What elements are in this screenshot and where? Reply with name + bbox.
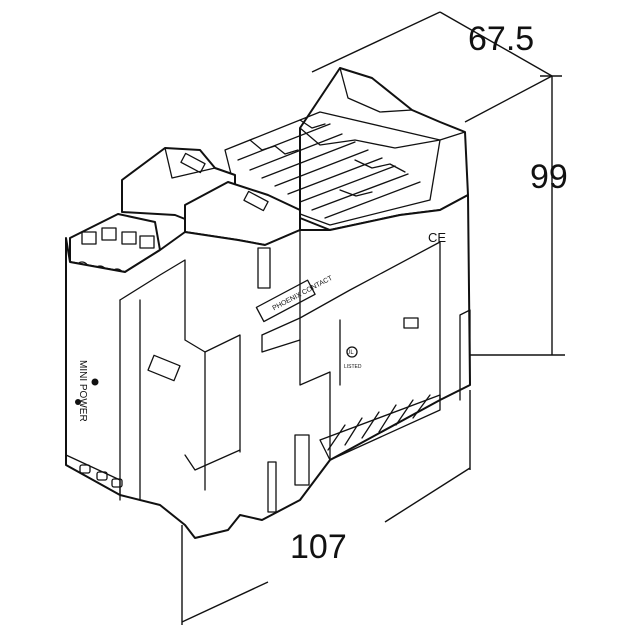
- top-vent-grille: [224, 111, 441, 226]
- label-panel-lip: [261, 334, 301, 353]
- bottom-vent: [319, 394, 441, 461]
- ce-mark: CE: [428, 230, 446, 245]
- depth-extension-line-right: [464, 75, 553, 123]
- din-clip-slot-2: [267, 461, 277, 513]
- release-tab-left: [180, 152, 206, 174]
- depth-extension-line-left: [311, 11, 441, 73]
- front-panel-left-edge: [65, 237, 121, 496]
- product-line-label: MINI POWER: [77, 360, 88, 422]
- side-slot: [257, 247, 271, 289]
- terminal-block-bottom: [65, 454, 123, 501]
- front-panel-step: [119, 259, 206, 491]
- label-panel-left: [299, 229, 331, 461]
- width-dimension-line-left: [181, 581, 269, 623]
- din-clip-slot: [294, 434, 310, 486]
- release-tab-right: [243, 190, 269, 212]
- rear-housing-edge: [299, 127, 466, 149]
- status-led: [91, 378, 99, 386]
- rear-housing-ridge: [339, 67, 413, 113]
- status-led-2: [75, 399, 81, 405]
- width-dimension-line-right: [384, 467, 471, 523]
- phoenix-logo-small: [147, 354, 181, 382]
- depth-dimension-line: [439, 11, 553, 77]
- ul-mark: UL: [346, 350, 354, 356]
- rear-housing: [299, 67, 469, 231]
- front-bottom-notch: [184, 449, 241, 471]
- listed-label: LISTED: [344, 364, 362, 370]
- width-label: 107: [290, 528, 347, 566]
- dimension-lines: [181, 11, 565, 625]
- power-supply-body: MINI POWER PHOENIX CONTACT CE UL LISTED: [65, 67, 471, 539]
- front-inner-edge: [204, 334, 241, 453]
- ul-mark-circle: [346, 346, 358, 358]
- ul-recognized-mark: [403, 317, 419, 329]
- height-label: 99: [530, 158, 568, 196]
- rear-clip: [439, 309, 471, 401]
- depth-label: 67.5: [468, 20, 534, 58]
- label-panel-top: [261, 241, 441, 401]
